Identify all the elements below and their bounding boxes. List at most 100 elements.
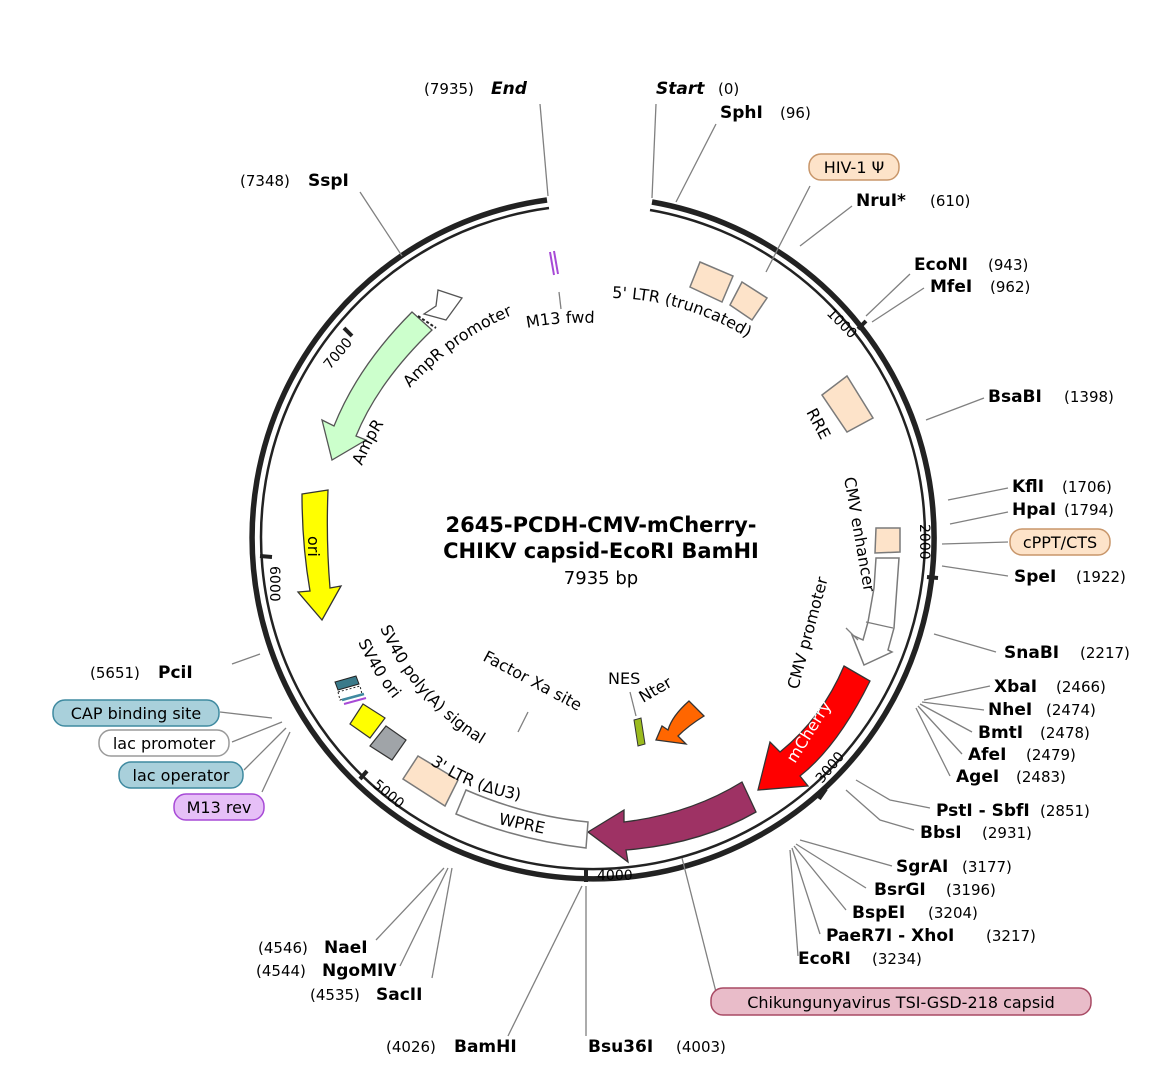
label-cap-binding-site[interactable]: CAP binding site [52,699,220,727]
feature-cmv[interactable]: CMV enhancer CMV promoter [784,475,900,691]
site-afei-pos: (2479) [1026,746,1076,764]
site-sphi-name[interactable]: SphI [720,103,763,123]
feature-wpre[interactable]: WPRE [455,789,589,849]
backbone-inner [259,206,927,871]
site-bspei-pos: (3204) [928,904,978,922]
site-bamhi-name[interactable]: BamHI [454,1037,517,1057]
tick-label-1000: 1000 [823,306,860,343]
site-labels: (7935) End Start (0) SphI (96) NruI* (61… [90,79,1130,1057]
label-hiv1-psi[interactable]: HIV-1 Ψ [808,153,900,181]
site-nrui-name[interactable]: NruI* [856,191,906,211]
boxed-labels: HIV-1 Ψ cPPT/CTS CAP binding site lac pr… [52,153,1111,1016]
site-end-name[interactable]: End [491,79,528,99]
site-ngomiv-pos: (4544) [256,962,306,980]
feature-ori[interactable]: ori [296,489,343,622]
leader-bsabi [925,397,985,421]
ampr-divider [417,315,437,329]
capsid-arrow [586,781,757,864]
cmv-arrow [850,557,900,667]
site-bspei-name[interactable]: BspEI [852,903,905,923]
site-sacii-name[interactable]: SacII [376,985,422,1005]
site-xbai-name[interactable]: XbaI [994,677,1037,697]
site-naei-name[interactable]: NaeI [324,938,368,958]
site-mfei-name[interactable]: MfeI [930,277,972,297]
site-kfli-name[interactable]: KflI [1012,477,1044,497]
leader-spei [941,565,1009,577]
label-lac-promoter[interactable]: lac promoter [98,729,230,757]
lac-operator-text: lac operator [133,766,230,785]
feature-mcherry[interactable]: mCherry [757,665,871,791]
leader-bbsi [845,789,915,831]
tick-5000 [358,769,369,781]
site-sgrai-pos: (3177) [962,858,1012,876]
site-econi-name[interactable]: EcoNI [914,255,968,275]
label-lac-operator[interactable]: lac operator [118,761,244,789]
feature-capsid[interactable] [586,781,757,864]
tick-3000 [817,787,828,801]
leader-laco [243,727,287,771]
site-sgrai-name[interactable]: SgrAI [896,857,948,877]
site-bbsi-name[interactable]: BbsI [920,823,962,843]
site-bmti-name[interactable]: BmtI [978,723,1023,743]
site-bsu36i-name[interactable]: Bsu36I [588,1037,653,1057]
site-bsabi-name[interactable]: BsaBI [988,387,1042,407]
lac-promoter-block [337,685,363,701]
site-start-pos: (0) [718,80,739,98]
site-bsrgi-name[interactable]: BsrGI [874,880,926,900]
site-ecori-pos: (3234) [872,950,922,968]
site-spei-name[interactable]: SpeI [1014,567,1056,587]
site-ngomiv-name[interactable]: NgoMIV [322,961,397,981]
cmv-divider [865,621,894,629]
site-bsrgi-pos: (3196) [946,881,996,899]
leader-econi [865,273,911,317]
feature-rre[interactable]: RRE [802,374,875,442]
m13-fwd-mark-b [553,250,559,275]
site-hpai-name[interactable]: HpaI [1012,500,1056,520]
feature-inner[interactable]: Factor Xa site NES Nter [480,647,706,747]
leader-hiv [765,185,811,273]
site-spei-pos: (1922) [1076,568,1126,586]
leader-ngomiv [399,867,449,967]
feature-5ltr[interactable]: 5' LTR (truncated) [612,261,769,341]
leader-xbai [923,685,991,701]
site-psti-name[interactable]: PstI - SbfI [936,801,1030,821]
m13-fwd-leader [558,291,562,310]
site-pcii-name[interactable]: PciI [158,663,193,683]
leader-sgrai [799,839,893,867]
site-start-name[interactable]: Start [656,79,705,99]
site-ecori-name[interactable]: EcoRI [798,949,851,969]
hiv1-psi-box [808,153,900,181]
label-cppt-cts[interactable]: cPPT/CTS [1009,528,1111,556]
tick-2000 [926,575,939,580]
site-sspi-name[interactable]: SspI [308,171,349,191]
feature-sv40[interactable]: SV40 poly(A) signal SV40 ori [334,622,489,761]
tick-1000 [856,319,868,331]
cppt-block[interactable] [874,527,901,554]
site-end-pos: (7935) [424,80,474,98]
5ltr-block-a [689,261,734,304]
site-bmti-pos: (2478) [1040,724,1090,742]
hiv1-psi-text: HIV-1 Ψ [824,158,884,177]
site-afei-name[interactable]: AfeI [968,745,1006,765]
plasmid-length: 7935 bp [564,568,638,589]
site-mfei-pos: (962) [990,278,1030,296]
leader-bspei [793,845,847,911]
cmv-promoter-label: CMV promoter [784,574,832,691]
feature-m13-fwd[interactable]: M13 fwd [524,250,595,332]
feature-ampr[interactable]: AmpR AmpR promoter [321,289,515,468]
label-m13-rev[interactable]: M13 rev [173,793,265,821]
site-xhoi-name[interactable]: PaeR7I - XhoI [826,926,954,946]
wpre-block [455,789,589,849]
site-agei-name[interactable]: AgeI [956,767,999,787]
site-snabi-name[interactable]: SnaBI [1004,643,1059,663]
nes-block [633,717,646,747]
leader-bamhi [507,885,583,1037]
site-sphi-pos: (96) [780,104,811,122]
site-nhei-name[interactable]: NheI [988,700,1032,720]
m13-fwd-label: M13 fwd [524,308,594,332]
site-bamhi-pos: (4026) [386,1038,436,1056]
label-chikv-capsid[interactable]: Chikungunyavirus TSI-GSD-218 capsid [710,987,1092,1016]
site-kfli-pos: (1706) [1062,478,1112,496]
site-nrui-pos: (610) [930,192,970,210]
